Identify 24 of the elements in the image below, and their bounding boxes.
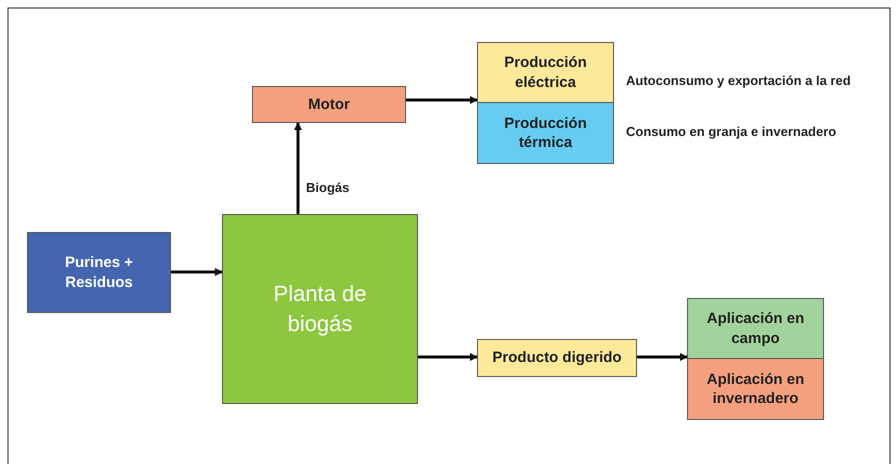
- box-label: Producto digerido: [492, 348, 622, 368]
- annotation-text: Consumo en granja e invernadero: [626, 124, 836, 139]
- process-box: [477, 102, 614, 164]
- annotation-text: Autoconsumo y exportación a la red: [626, 73, 851, 88]
- process-box: [477, 339, 637, 377]
- arrow: [637, 353, 688, 361]
- arrow: [171, 268, 223, 276]
- process-box: [477, 42, 614, 103]
- process-box: [27, 232, 171, 313]
- process-box: [252, 86, 406, 123]
- process-box: [222, 214, 418, 404]
- box-label: Aplicación en invernadero: [706, 370, 806, 408]
- box-label: Planta de biogás: [272, 280, 368, 338]
- arrow: [294, 122, 302, 214]
- edge-label: Biogás: [304, 180, 352, 195]
- arrow: [406, 96, 478, 104]
- process-box: [687, 298, 824, 359]
- box-label: Producción eléctrica: [503, 53, 588, 92]
- process-box: [687, 358, 824, 420]
- box-label: Aplicación en campo: [706, 309, 806, 348]
- box-label: Motor: [308, 94, 350, 114]
- arrow: [418, 353, 478, 361]
- box-label: Producción térmica: [503, 114, 588, 152]
- box-label: Purines + Residuos: [64, 253, 134, 292]
